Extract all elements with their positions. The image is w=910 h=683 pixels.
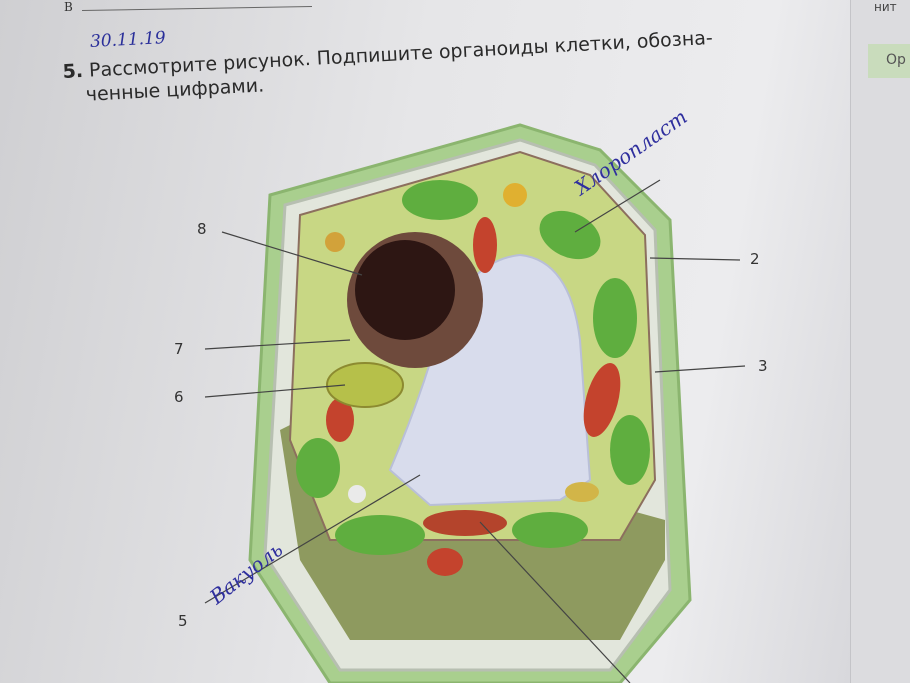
label-6: 6 [174,388,184,406]
next-page-box: Ор [868,44,910,78]
next-page-fragment: нит [874,0,897,14]
label-7: 7 [174,340,184,358]
label-2: 2 [750,250,760,268]
label-3: 3 [758,357,768,375]
next-page-edge [850,0,910,683]
plant-cell-illustration [204,123,746,683]
label-5: 5 [178,612,188,630]
next-page-box-text: Ор [886,52,906,68]
label-8: 8 [197,220,207,238]
header-letter: В [64,0,73,14]
